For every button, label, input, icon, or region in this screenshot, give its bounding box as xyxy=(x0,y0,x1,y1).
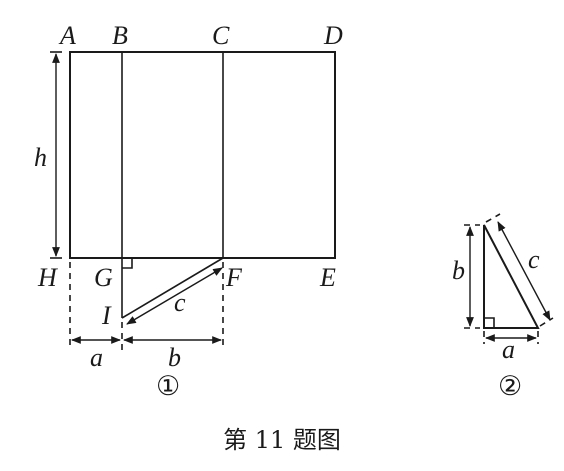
point-label-C: C xyxy=(212,21,230,50)
measure-label-c: c xyxy=(528,245,540,274)
measure-label-c: c xyxy=(174,288,186,317)
figure-2-tag: ② xyxy=(498,371,522,401)
rectangle-ADEH xyxy=(69,51,336,259)
right-angle-marker xyxy=(484,317,495,328)
measure-c-arrow xyxy=(126,267,223,325)
point-label-F: F xyxy=(225,263,243,292)
point-label-G: G xyxy=(94,263,113,292)
point-label-D: D xyxy=(323,21,343,50)
point-label-I: I xyxy=(101,301,112,330)
figure-1: A B C D H G F E I h c a b ① xyxy=(34,21,343,401)
measure-label-h: h xyxy=(34,143,47,172)
point-label-H: H xyxy=(37,263,58,292)
figure-caption: 第 11 题图 xyxy=(223,426,341,454)
point-label-E: E xyxy=(319,263,336,292)
right-triangle xyxy=(483,224,540,329)
dashed-guide-hyp-bottom xyxy=(539,317,554,327)
point-label-A: A xyxy=(58,21,76,50)
dashed-guide-hyp-top xyxy=(485,213,501,223)
measure-label-a: a xyxy=(90,343,103,372)
measure-c-arrow xyxy=(497,221,551,321)
right-angle-G xyxy=(122,258,133,269)
figure-2: b c a ② xyxy=(452,213,554,401)
figure-1-tag: ① xyxy=(156,371,180,401)
point-label-B: B xyxy=(112,21,128,50)
measure-label-a: a xyxy=(502,335,515,364)
measure-label-b: b xyxy=(452,256,465,285)
measure-label-b: b xyxy=(168,343,181,372)
segment-IF xyxy=(121,257,224,319)
